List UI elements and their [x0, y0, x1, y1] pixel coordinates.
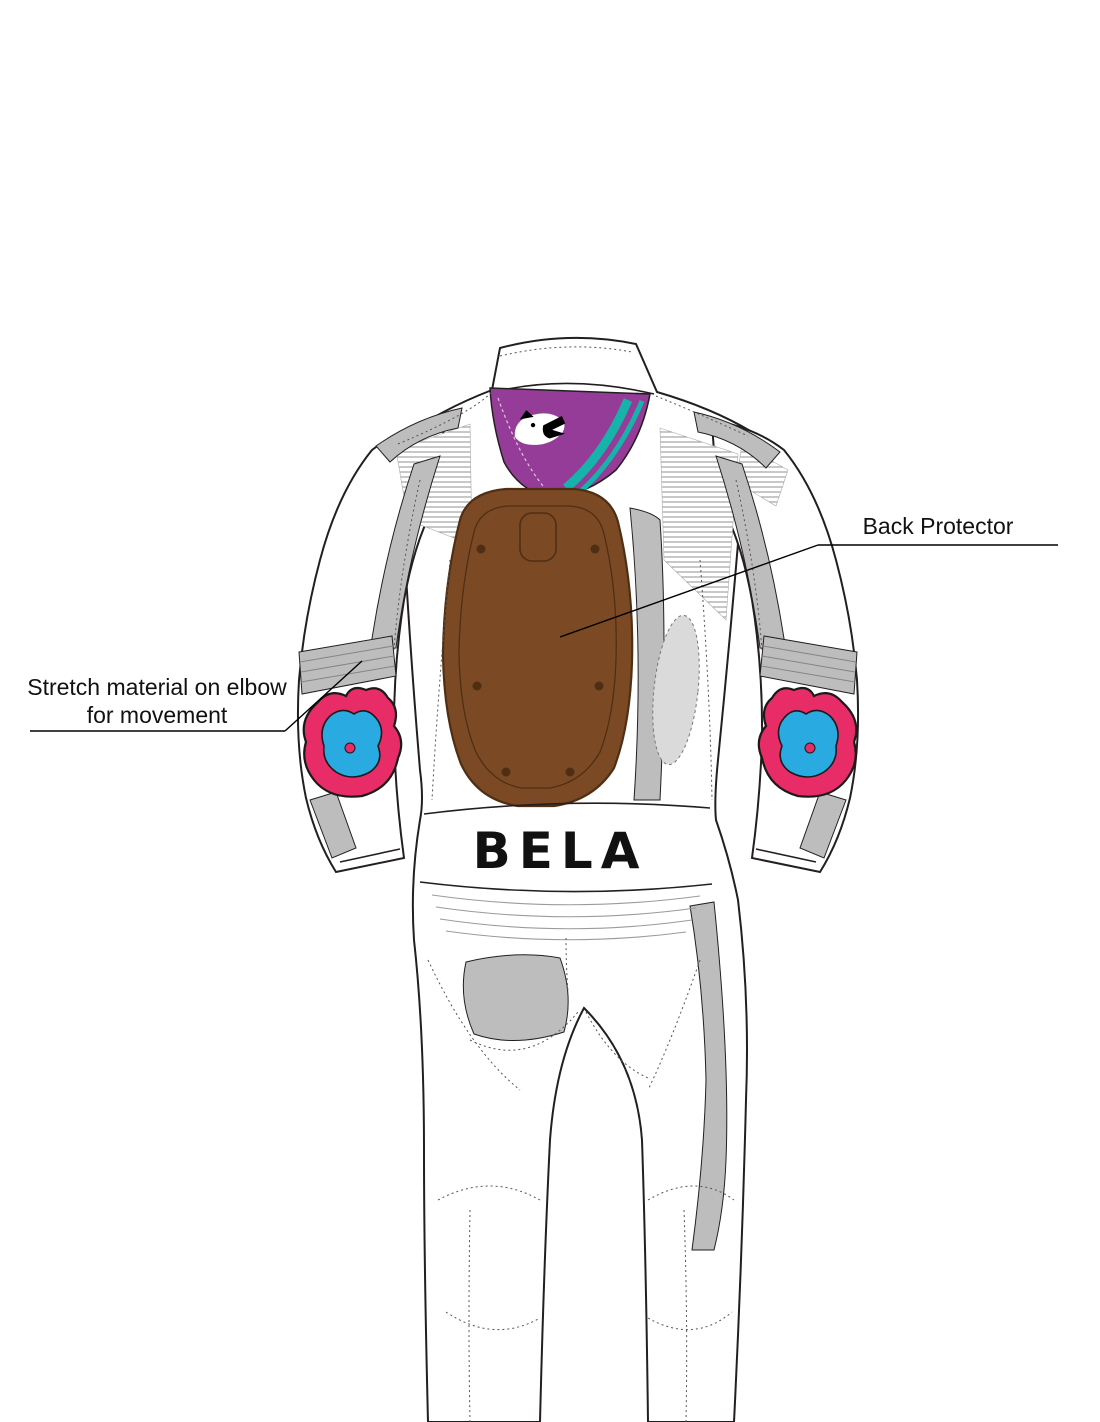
right-leg-stripe: [689, 901, 728, 1251]
seat-pad: [462, 954, 569, 1041]
waist-band-bottom: [419, 881, 713, 893]
right-forearm-band: [799, 791, 847, 859]
left-cuff-line: [339, 848, 401, 863]
collar-inner-line: [499, 346, 633, 357]
right-arm-stripe: [715, 455, 787, 653]
stretch-elbow-label-line2: for movement: [87, 702, 228, 728]
teal-stripe-2: [578, 400, 645, 494]
stretch-elbow-pointer-line: [284, 660, 363, 732]
right-shoulder-cap: [693, 411, 781, 469]
seam-lines: [393, 391, 763, 1422]
left-elbow-stretch-band: [298, 635, 397, 695]
elbow-pad-left: [302, 686, 403, 798]
protector-rivets: [472, 544, 604, 777]
back-protector-pointer-line: [559, 544, 819, 638]
panther-head-icon: [514, 410, 566, 445]
right-cuff-line: [755, 848, 817, 863]
back-protector-label: Back Protector: [863, 513, 1014, 539]
left-forearm-band: [309, 791, 357, 859]
left-shoulder-cap: [375, 407, 463, 463]
annotation-back-protector: Back Protector: [559, 513, 1058, 638]
waist-band-top: [423, 802, 711, 815]
gray-accent-panels: [298, 407, 858, 1251]
protector-outer: [441, 487, 634, 808]
bela-logo: BELA: [473, 822, 648, 880]
annotations: Back Protector Stretch material on elbow…: [27, 513, 1058, 732]
right-elbow-stretch-band: [759, 635, 858, 695]
right-chest-hatch: [659, 427, 739, 621]
protector-top-slot: [519, 512, 557, 562]
elbow-pad-left-dot: [344, 742, 356, 754]
suit-illustration: BELA: [296, 336, 860, 1422]
elbow-pad-right: [757, 686, 858, 798]
left-arm-stripe: [369, 455, 441, 653]
protector-inner-line: [458, 505, 617, 789]
annotation-stretch-elbow: Stretch material on elbow for movement: [27, 660, 363, 732]
right-side-pad: [652, 614, 700, 766]
waist-band: BELA: [419, 802, 713, 941]
stretch-elbow-label-line1: Stretch material on elbow: [27, 674, 287, 700]
upper-back-panel: [489, 387, 651, 499]
purple-panel-seam: [497, 397, 549, 493]
back-protector-pad: [441, 487, 634, 808]
teal-stripe-1: [563, 398, 633, 492]
